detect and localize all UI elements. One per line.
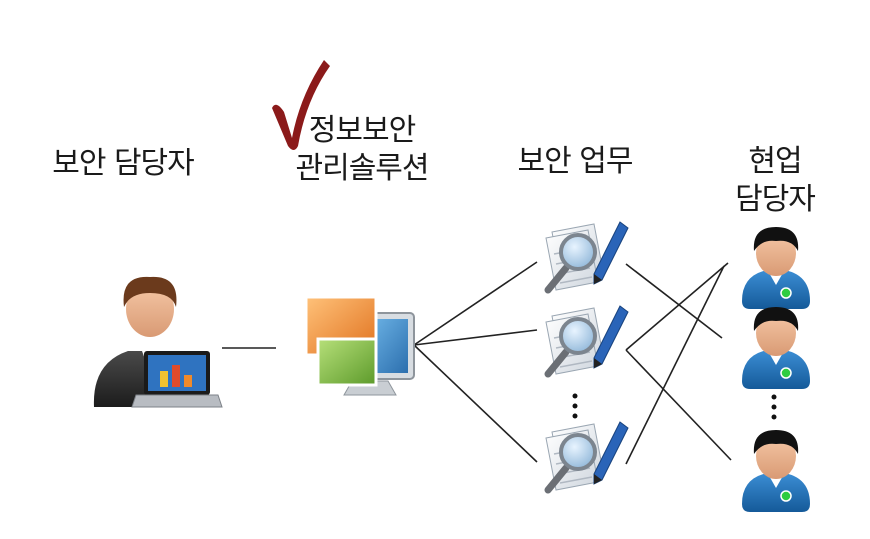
document-magnifier-icon-2: [546, 306, 628, 374]
task3-to-field1-line: [625, 265, 725, 465]
document-magnifier-icon-3: [546, 422, 628, 490]
checkmark-icon: [272, 60, 330, 150]
security-officer-label: 보안 담당자: [52, 146, 195, 181]
task-ellipsis-dots: [572, 393, 578, 419]
field-staff-label-line1: 현업: [748, 144, 802, 179]
security-task-label: 보안 업무: [517, 144, 634, 179]
user-avatar-icon-2: [741, 306, 811, 390]
user-avatar-icon-1: [741, 226, 811, 310]
windows-monitor-icon: [304, 295, 415, 396]
person-with-laptop-icon: [93, 276, 223, 408]
security-solution-label: 정보보안 관리솔루션: [262, 112, 462, 188]
field-staff-label-line2: 담당자: [735, 182, 816, 217]
user-avatar-icon-3: [741, 429, 811, 513]
security-solution-label-line2: 관리솔루션: [295, 151, 430, 186]
security-solution-label-line1: 정보보안: [308, 113, 416, 148]
solution-to-task2-line: [413, 329, 538, 346]
task2-to-field3-line: [625, 349, 732, 461]
solution-to-task3-line: [413, 344, 538, 463]
connector-lines: [222, 261, 732, 465]
task2-to-field1-line: [625, 262, 729, 351]
solution-to-task1-line: [413, 261, 538, 346]
field-staff-label: 현업 담당자: [700, 143, 850, 219]
document-magnifier-icon-1: [546, 222, 628, 290]
avatar-ellipsis-dots: [771, 394, 777, 420]
task1-to-field2-line: [625, 263, 723, 339]
